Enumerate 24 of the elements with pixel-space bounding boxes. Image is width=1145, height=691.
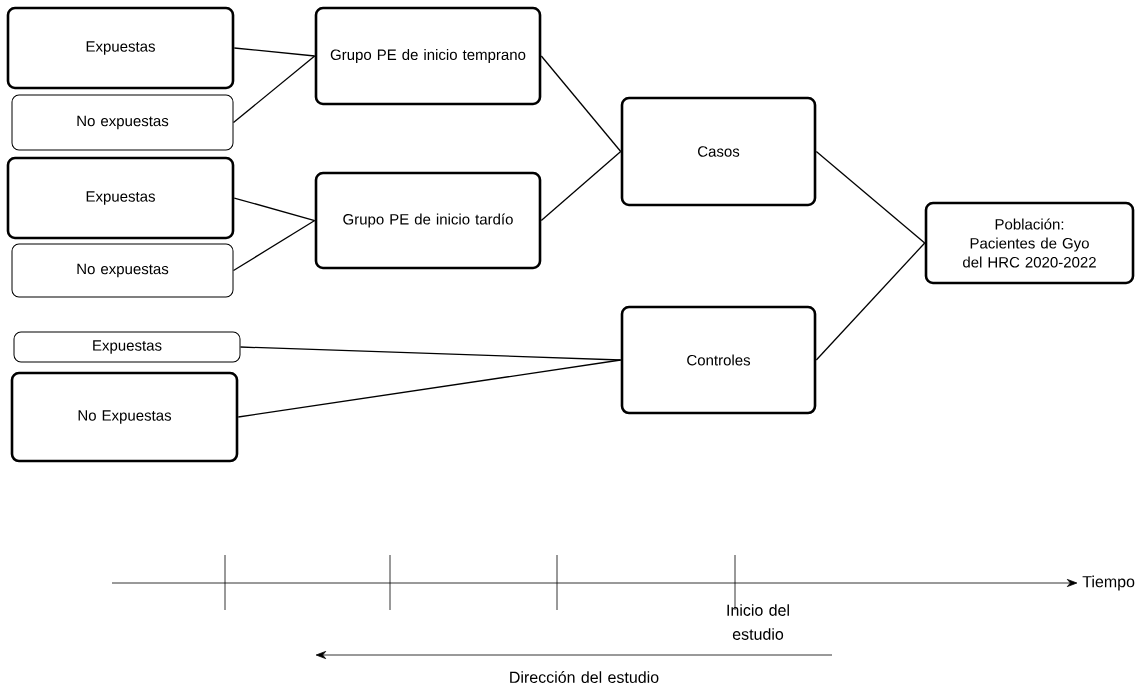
process-box: Casos bbox=[620, 96, 817, 207]
connector-line bbox=[232, 219, 316, 272]
process-box: Expuestas bbox=[6, 156, 235, 240]
process-box: No Expuestas bbox=[10, 371, 239, 463]
process-box: Grupo PE de inicio tardío bbox=[314, 171, 542, 270]
connector-line bbox=[239, 346, 622, 361]
connector-line bbox=[815, 242, 926, 361]
connector-line bbox=[233, 47, 316, 57]
process-box: Controles bbox=[620, 305, 817, 415]
connector-line bbox=[540, 150, 622, 222]
connector-line bbox=[233, 197, 316, 222]
axis-label: Tiempo bbox=[1082, 575, 1135, 591]
process-box: Expuestas bbox=[6, 6, 235, 90]
process-box: Grupo PE de inicio temprano bbox=[314, 6, 542, 106]
process-box: Población: Pacientes de Gyo del HRC 2020-2022 bbox=[924, 201, 1135, 285]
axis-label: Inicio del estudio bbox=[727, 604, 789, 640]
connector-line bbox=[540, 55, 622, 153]
process-box: No expuestas bbox=[11, 243, 234, 298]
connector-line bbox=[237, 359, 622, 418]
process-box: Expuestas bbox=[13, 331, 241, 363]
axis-label: Dirección del estudio bbox=[510, 671, 659, 683]
connector-line bbox=[815, 150, 926, 244]
connector-line bbox=[232, 55, 316, 124]
process-box: No expuestas bbox=[11, 94, 234, 151]
